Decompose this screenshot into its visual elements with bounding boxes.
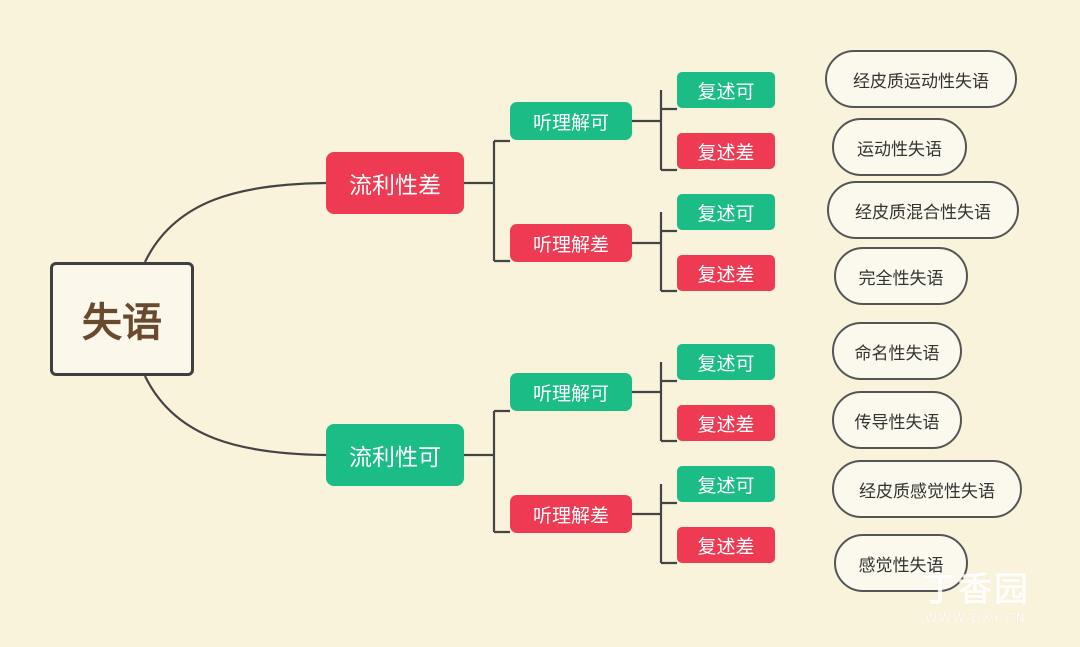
node-repetition-good-1[interactable]: 复述可 — [677, 72, 775, 108]
branch-fluency-poor[interactable]: 流利性差 — [326, 152, 464, 214]
connector-root-fluency-poor — [144, 181, 327, 263]
watermark-url: WWW.DXY.CN — [925, 611, 1027, 625]
node-repetition-good-4[interactable]: 复述可 — [677, 466, 775, 502]
node-comprehension-good-1[interactable]: 听理解可 — [510, 102, 632, 140]
connector-l2-2-brackets — [631, 212, 677, 293]
node-repetition-poor-3[interactable]: 复述差 — [677, 405, 775, 441]
result-motor-aphasia[interactable]: 运动性失语 — [832, 118, 967, 176]
result-sensory-aphasia[interactable]: 感觉性失语 — [834, 534, 968, 592]
result-transcortical-motor-aphasia[interactable]: 经皮质运动性失语 — [825, 50, 1017, 108]
result-anomic-aphasia[interactable]: 命名性失语 — [832, 322, 962, 380]
connector-fluency-poor-brackets — [463, 139, 510, 263]
connector-l2-1-brackets — [631, 90, 677, 172]
node-repetition-good-3[interactable]: 复述可 — [677, 344, 775, 380]
result-conduction-aphasia[interactable]: 传导性失语 — [832, 391, 962, 449]
connector-root-fluency-good — [144, 375, 327, 457]
connector-l2-3-brackets — [631, 362, 677, 443]
node-repetition-good-2[interactable]: 复述可 — [677, 194, 775, 230]
node-comprehension-poor-2[interactable]: 听理解差 — [510, 495, 632, 533]
node-comprehension-good-2[interactable]: 听理解可 — [510, 373, 632, 411]
watermark: 丁香园 WWW.DXY.CN — [922, 562, 1030, 625]
connector-l2-4-brackets — [631, 484, 677, 565]
node-repetition-poor-4[interactable]: 复述差 — [677, 527, 775, 563]
branch-fluency-good[interactable]: 流利性可 — [326, 424, 464, 486]
root-node[interactable]: 失语 — [50, 262, 194, 376]
node-comprehension-poor-1[interactable]: 听理解差 — [510, 224, 632, 262]
result-transcortical-mixed-aphasia[interactable]: 经皮质混合性失语 — [827, 181, 1019, 239]
result-global-aphasia[interactable]: 完全性失语 — [834, 247, 968, 305]
node-repetition-poor-1[interactable]: 复述差 — [677, 133, 775, 169]
watermark-logo: 丁香园 — [922, 570, 1030, 610]
result-transcortical-sensory-aphasia[interactable]: 经皮质感觉性失语 — [832, 460, 1022, 518]
connector-fluency-good-brackets — [463, 409, 510, 534]
node-repetition-poor-2[interactable]: 复述差 — [677, 255, 775, 291]
